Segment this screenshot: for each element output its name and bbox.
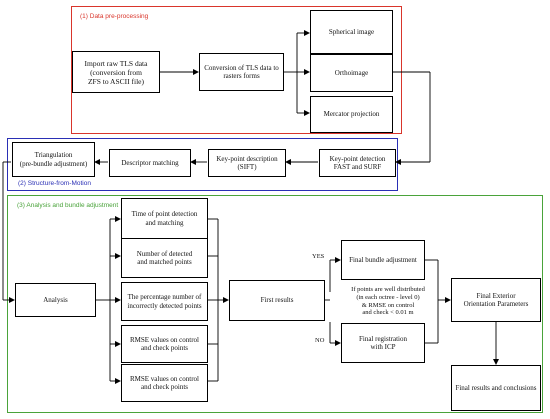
stage-analysis-frame [7,195,543,413]
conversion-node: Conversion of TLS data to rasters forms [199,53,284,91]
decision-condition-text: If points are well distributed (in each … [351,286,425,317]
criterion-rmse-node: RMSE values on control and check points [121,325,208,363]
mercator-projection-node: Mercator projection [310,96,393,133]
stage-analysis-title: (3) Analysis and bundle adjustment [17,202,119,209]
final-bundle-adjustment-node: Final bundle adjustment [341,240,425,280]
orthoimage-node: Orthoimage [310,54,393,92]
first-results-node: First results [229,280,325,321]
decision-no-label: NO [315,337,325,344]
decision-yes-label: YES [312,253,325,260]
criterion-number-node: Number of detected and matched points [121,238,208,278]
import-tls-node: Import raw TLS data (conversion from ZFS… [72,51,160,93]
analysis-node: Analysis [15,283,96,317]
stage-preprocessing-title: (1) Data pre-processing [80,13,149,20]
final-results-node: Final results and conclusions [451,365,541,411]
final-eo-parameters-node: Final Exterior Orientation Parameters [451,278,541,322]
triangulation-node: Triangulation (pre-bundle adjustment) [12,142,95,177]
stage-sfm-title: (2) Structure-from-Motion [18,180,91,187]
final-registration-icp-node: Final registration with ICP [341,323,425,363]
stage-preprocessing-frame [71,6,402,134]
keypoint-description-node: Key-point description (SIFT) [208,149,286,177]
spherical-image-node: Spherical image [310,10,393,54]
criterion-percentage-node: The percentage number of incorrectly det… [121,282,208,321]
descriptor-matching-node: Descriptor matching [109,149,191,177]
criterion-rmse-node: RMSE values on control and check points [121,364,208,402]
criterion-time-node: Time of point detection and matching [121,198,208,239]
keypoint-detection-node: Key-point detection FAST and SURF [319,149,396,177]
